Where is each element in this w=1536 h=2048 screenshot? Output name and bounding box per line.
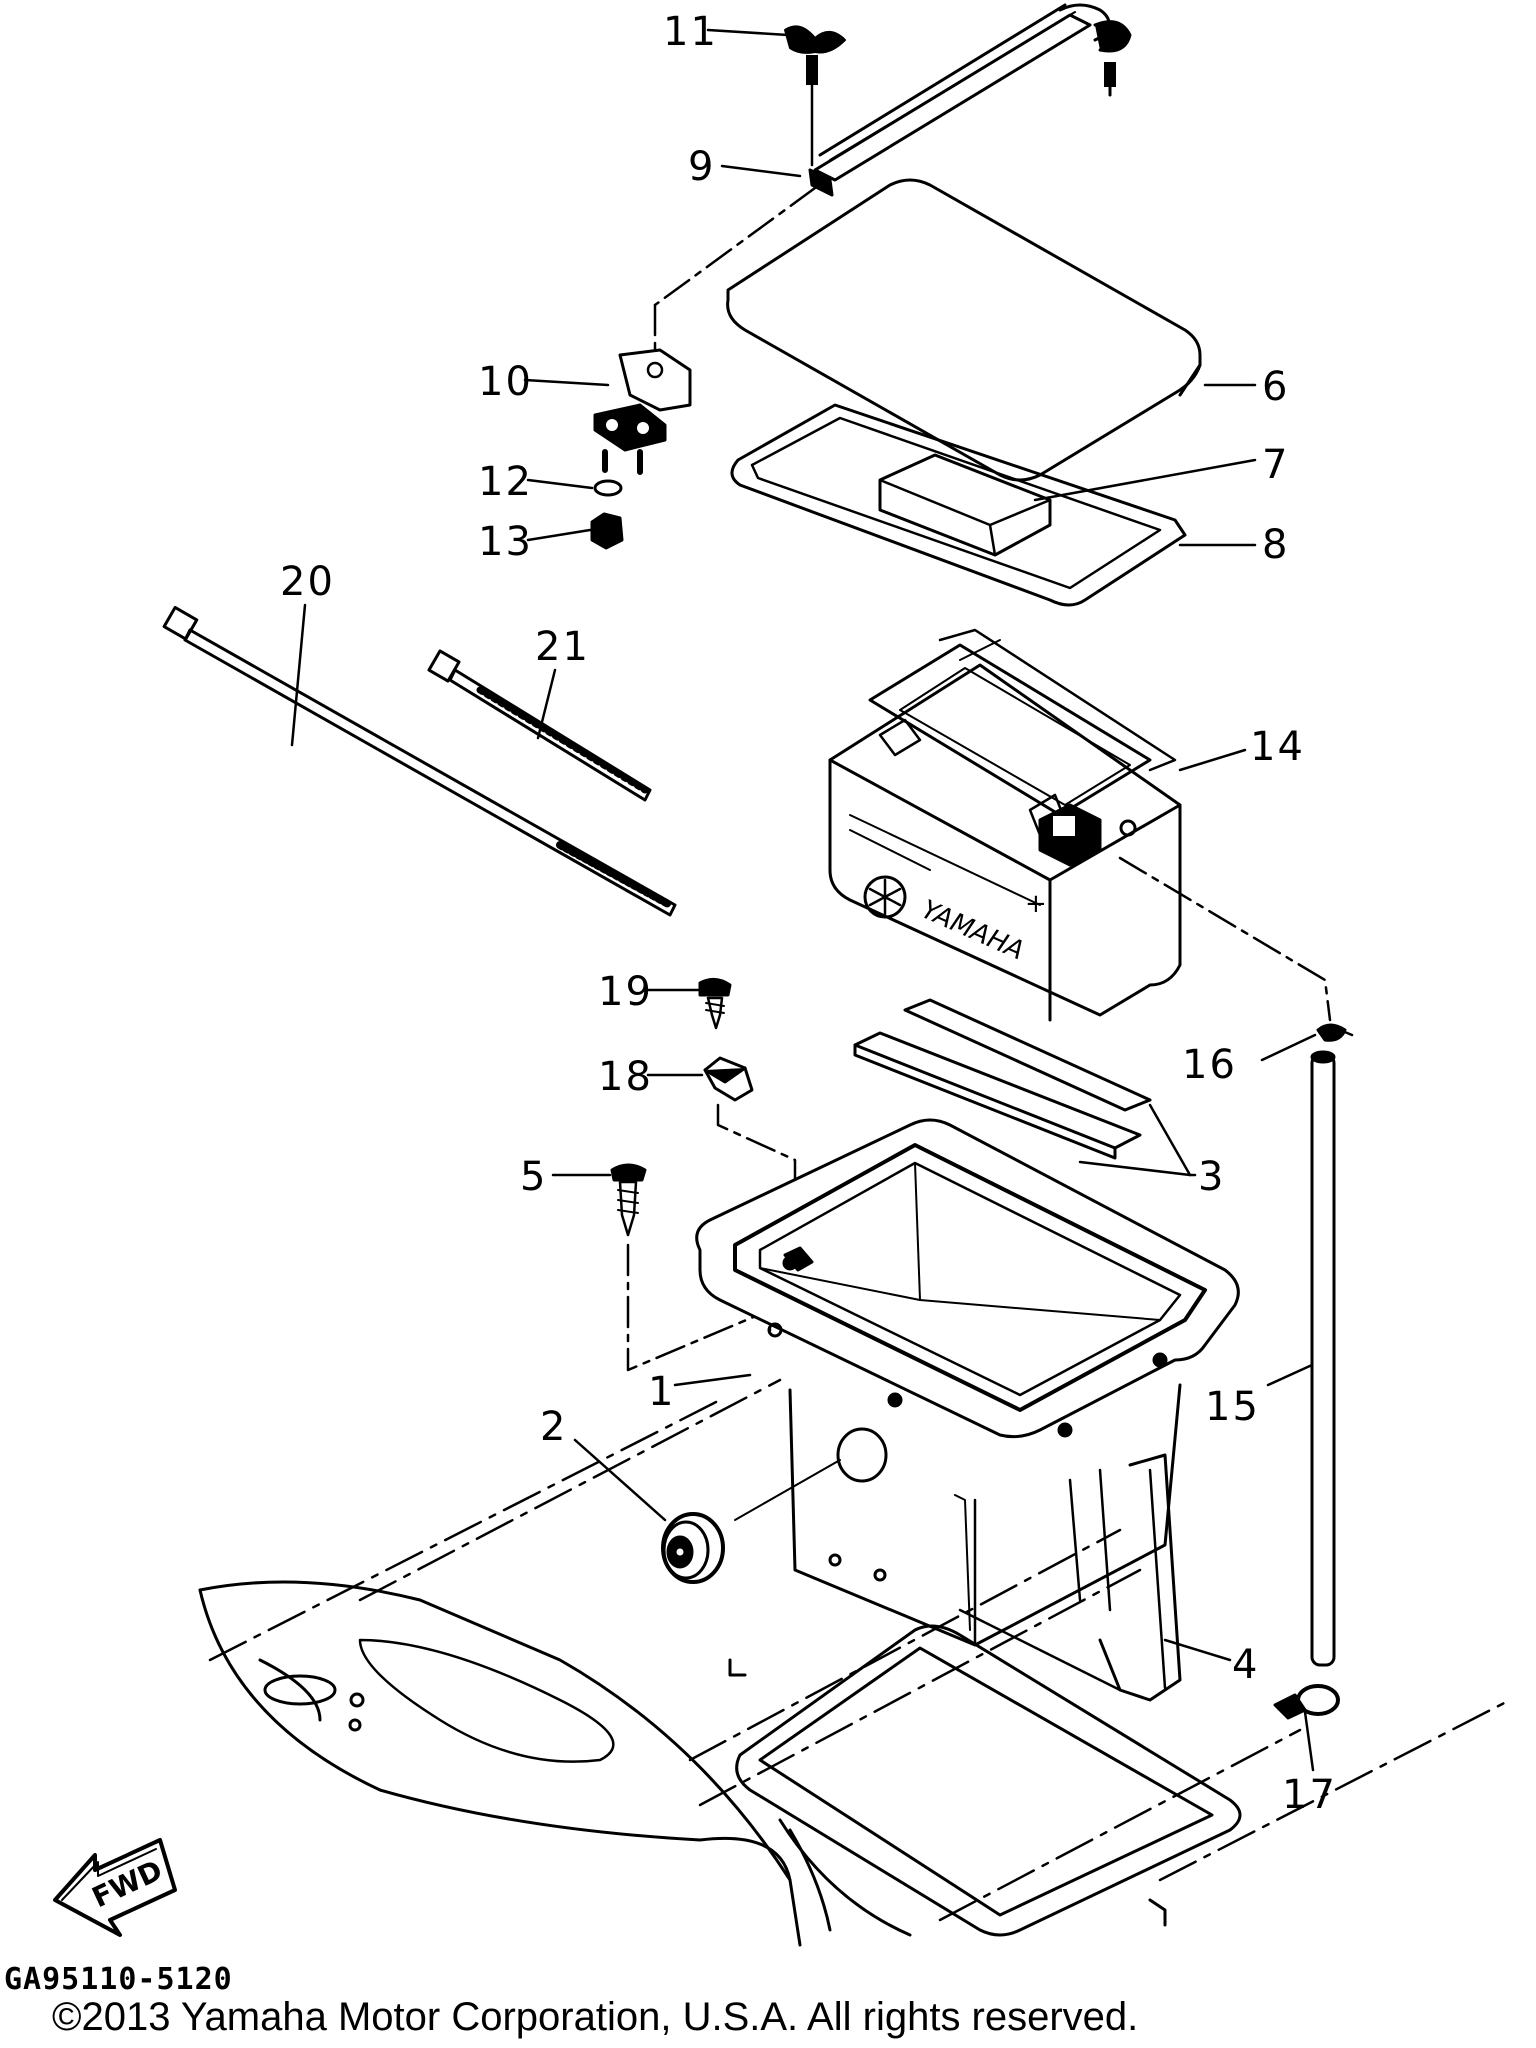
callout-1: 1 (648, 1369, 675, 1415)
callout-9: 9 (688, 144, 715, 190)
callout-5: 5 (520, 1154, 547, 1200)
dash-line-14-16 (1118, 856, 1332, 1022)
dash-line-2 (734, 1459, 841, 1521)
leader-lines (290, 28, 1317, 1772)
strap-part-4 (958, 1453, 1182, 1702)
callout-4: 4 (1232, 1642, 1259, 1688)
screw-part-5 (610, 1163, 647, 1237)
callout-2: 2 (540, 1404, 567, 1450)
battery-pad-part-6 (726, 178, 1202, 482)
copyright-notice: ©2013 Yamaha Motor Corporation, U.S.A. A… (52, 1995, 1139, 2039)
callout-6: 6 (1262, 364, 1289, 410)
callout-17: 17 (1282, 1772, 1337, 1818)
callout-15: 15 (1205, 1384, 1260, 1430)
battery-plus-label: + (1025, 889, 1047, 919)
battery-frame-part-8 (730, 403, 1187, 607)
grommet-part-2 (661, 1512, 725, 1584)
callout-18: 18 (598, 1054, 653, 1100)
forward-direction-icon: FWD (53, 1838, 177, 1937)
spacer-parts-3 (853, 998, 1152, 1160)
clip-part-16 (1316, 1023, 1354, 1042)
callout-7: 7 (1262, 442, 1289, 488)
wing-bolt-part-11 (784, 25, 846, 167)
callout-14: 14 (1250, 724, 1305, 770)
battery-box-part-1 (695, 1118, 1240, 1647)
nut-part-13 (590, 512, 624, 550)
cable-tie-part-20 (162, 605, 677, 917)
dash-line-9-10 (653, 186, 817, 307)
hose-clamp-part-17 (1273, 1684, 1340, 1720)
deck-recess (728, 1624, 1242, 1937)
callout-21: 21 (535, 624, 590, 670)
callout-3: 3 (1198, 1154, 1225, 1200)
screw-part-19 (698, 978, 732, 1030)
callout-20: 20 (280, 559, 335, 605)
battery-hold-down-bar-part-9 (808, 3, 1132, 197)
washer-part-12 (593, 479, 623, 497)
deck-dash-lines (208, 1378, 1512, 1922)
callout-11: 11 (663, 9, 718, 55)
callout-16: 16 (1182, 1042, 1237, 1088)
callout-19: 19 (598, 969, 653, 1015)
cable-tie-part-21 (427, 649, 652, 802)
battery-part-14: YAMAHA + (828, 628, 1182, 1022)
breather-hose-part-15 (1310, 1050, 1336, 1667)
callout-13: 13 (478, 519, 533, 565)
bracket-part-10 (593, 348, 692, 475)
clamp-part-18 (703, 1056, 754, 1102)
pad-block-part-7 (878, 453, 1052, 557)
hull-deck-outline (198, 1580, 912, 1947)
callout-10: 10 (478, 359, 533, 405)
callout-labels: 11 9 10 6 7 12 13 8 20 21 14 19 18 16 5 … (280, 9, 1337, 1818)
drawing-code: GA95110-5120 (4, 1962, 233, 1997)
yamaha-logo-icon (863, 875, 907, 919)
callout-12: 12 (478, 459, 533, 505)
deck-hole-icon (263, 1674, 337, 1706)
callout-8: 8 (1262, 522, 1289, 568)
